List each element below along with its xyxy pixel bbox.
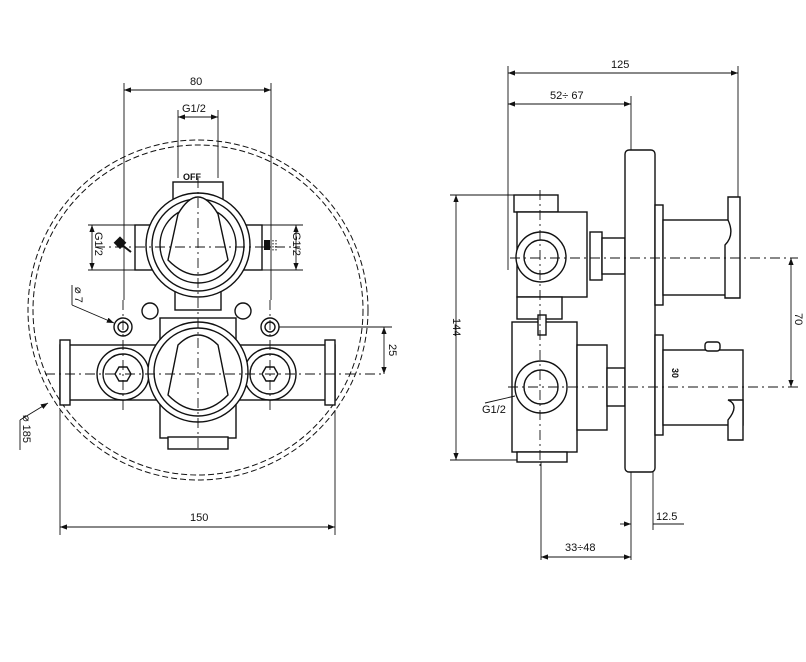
diverter-handle (167, 196, 229, 276)
dim-inlet-top: G1/2 (182, 103, 206, 115)
dim-outlet: G1/2 (482, 404, 506, 416)
hand-shower-icon (113, 236, 132, 253)
side-view: 30 125 52÷ 67 144 70 12.5 33÷48 G1/2 (450, 59, 804, 560)
dim-inlet-left: G1/2 (92, 232, 104, 256)
dim-hole: ⌀ 7 (72, 287, 84, 303)
off-label: OFF (183, 172, 201, 182)
dim-125: 125 (611, 59, 629, 71)
dim-70: 70 (792, 313, 804, 325)
dim-52-67: 52÷ 67 (550, 90, 584, 102)
cover-plate (624, 149, 656, 473)
dim-144: 144 (450, 318, 462, 336)
dim-80: 80 (190, 76, 202, 88)
front-view: OFF 80 G1/2 G1/2 G1/2 25 ⌀ 7 150 ⌀ 185 (19, 76, 398, 535)
cover-plate-outline (27, 139, 369, 481)
temperature-label: 30 (670, 368, 680, 378)
dim-plate-diameter: ⌀ 185 (20, 415, 32, 443)
nut (513, 194, 559, 213)
dim-25: 25 (386, 344, 398, 356)
dim-12-5: 12.5 (656, 511, 677, 523)
dim-33-48: 33÷48 (565, 542, 596, 554)
thermostat-handle-side (662, 349, 744, 426)
dim-150: 150 (190, 512, 208, 524)
overhead-shower-icon (264, 240, 277, 251)
dim-inlet-right: G1/2 (290, 232, 302, 256)
